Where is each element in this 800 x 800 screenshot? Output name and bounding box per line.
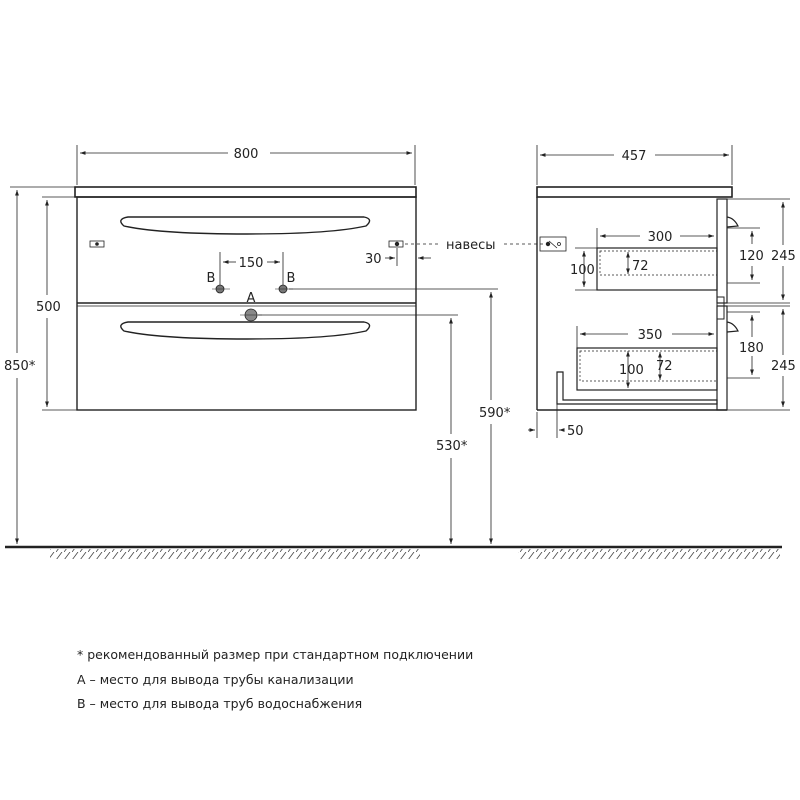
dim-back-offset: 50 — [567, 424, 584, 439]
lower-handle — [120, 321, 371, 340]
label-b-left: B — [207, 271, 216, 286]
note-water: B – место для вывода труб водоснабжения — [77, 696, 363, 711]
hinge-marker-left — [89, 240, 105, 248]
hinge-marker-right — [388, 240, 404, 248]
side-texts: 457 300 72 100 120 245 350 72 100 180 24… — [567, 149, 796, 439]
floor — [5, 545, 782, 559]
upper-front-panel — [716, 198, 728, 304]
side-countertop — [536, 186, 733, 198]
dim-lower-drawer-height: 100 — [619, 363, 644, 378]
dim-lower-front-inner: 180 — [739, 341, 764, 356]
upper-handle — [120, 216, 371, 235]
dim-drain-height: 530* — [436, 439, 468, 454]
dim-depth: 457 — [622, 149, 647, 164]
note-drain: A – место для вывода трубы канализации — [77, 671, 354, 687]
dim-lower-drawer-depth: 350 — [638, 328, 663, 343]
dim-lower-drawer-inner: 72 — [656, 359, 673, 374]
hanger-bracket — [539, 236, 567, 252]
lower-drawer-box — [576, 347, 718, 391]
hinges-label: навесы — [446, 238, 496, 253]
dim-width: 800 — [234, 147, 259, 162]
lower-front-panel — [716, 305, 728, 411]
dim-hinge-offset: 30 — [365, 252, 382, 267]
upper-drawer-box — [596, 247, 718, 291]
front-view — [74, 186, 417, 411]
dim-upper-drawer-inner: 72 — [632, 259, 649, 274]
notes: * рекомендованный размер при стандартном… — [77, 643, 473, 717]
lower-handle-profile — [726, 321, 739, 333]
countertop — [74, 186, 417, 198]
dim-total-height: 850* — [4, 359, 36, 374]
label-a: A — [247, 291, 256, 306]
upper-handle-profile — [726, 216, 739, 228]
dim-upper-drawer-depth: 300 — [648, 230, 673, 245]
note-recommended: * рекомендованный размер при стандартном… — [77, 647, 474, 662]
dim-upper-drawer-height: 100 — [570, 263, 595, 278]
dim-upper-front-height: 245 — [771, 249, 796, 264]
label-b-right: B — [287, 271, 296, 286]
dim-upper-front-inner: 120 — [739, 249, 764, 264]
dim-body-height: 500 — [36, 300, 61, 315]
dim-pipe-spacing: 150 — [239, 256, 264, 271]
front-dimensions — [10, 145, 545, 544]
dim-water-height: 590* — [479, 406, 511, 421]
dim-lower-front-height: 245 — [771, 359, 796, 374]
side-dimensions — [528, 145, 790, 438]
front-texts: 800 850* 500 150 B B A 30 навесы 590* 53… — [4, 147, 511, 454]
